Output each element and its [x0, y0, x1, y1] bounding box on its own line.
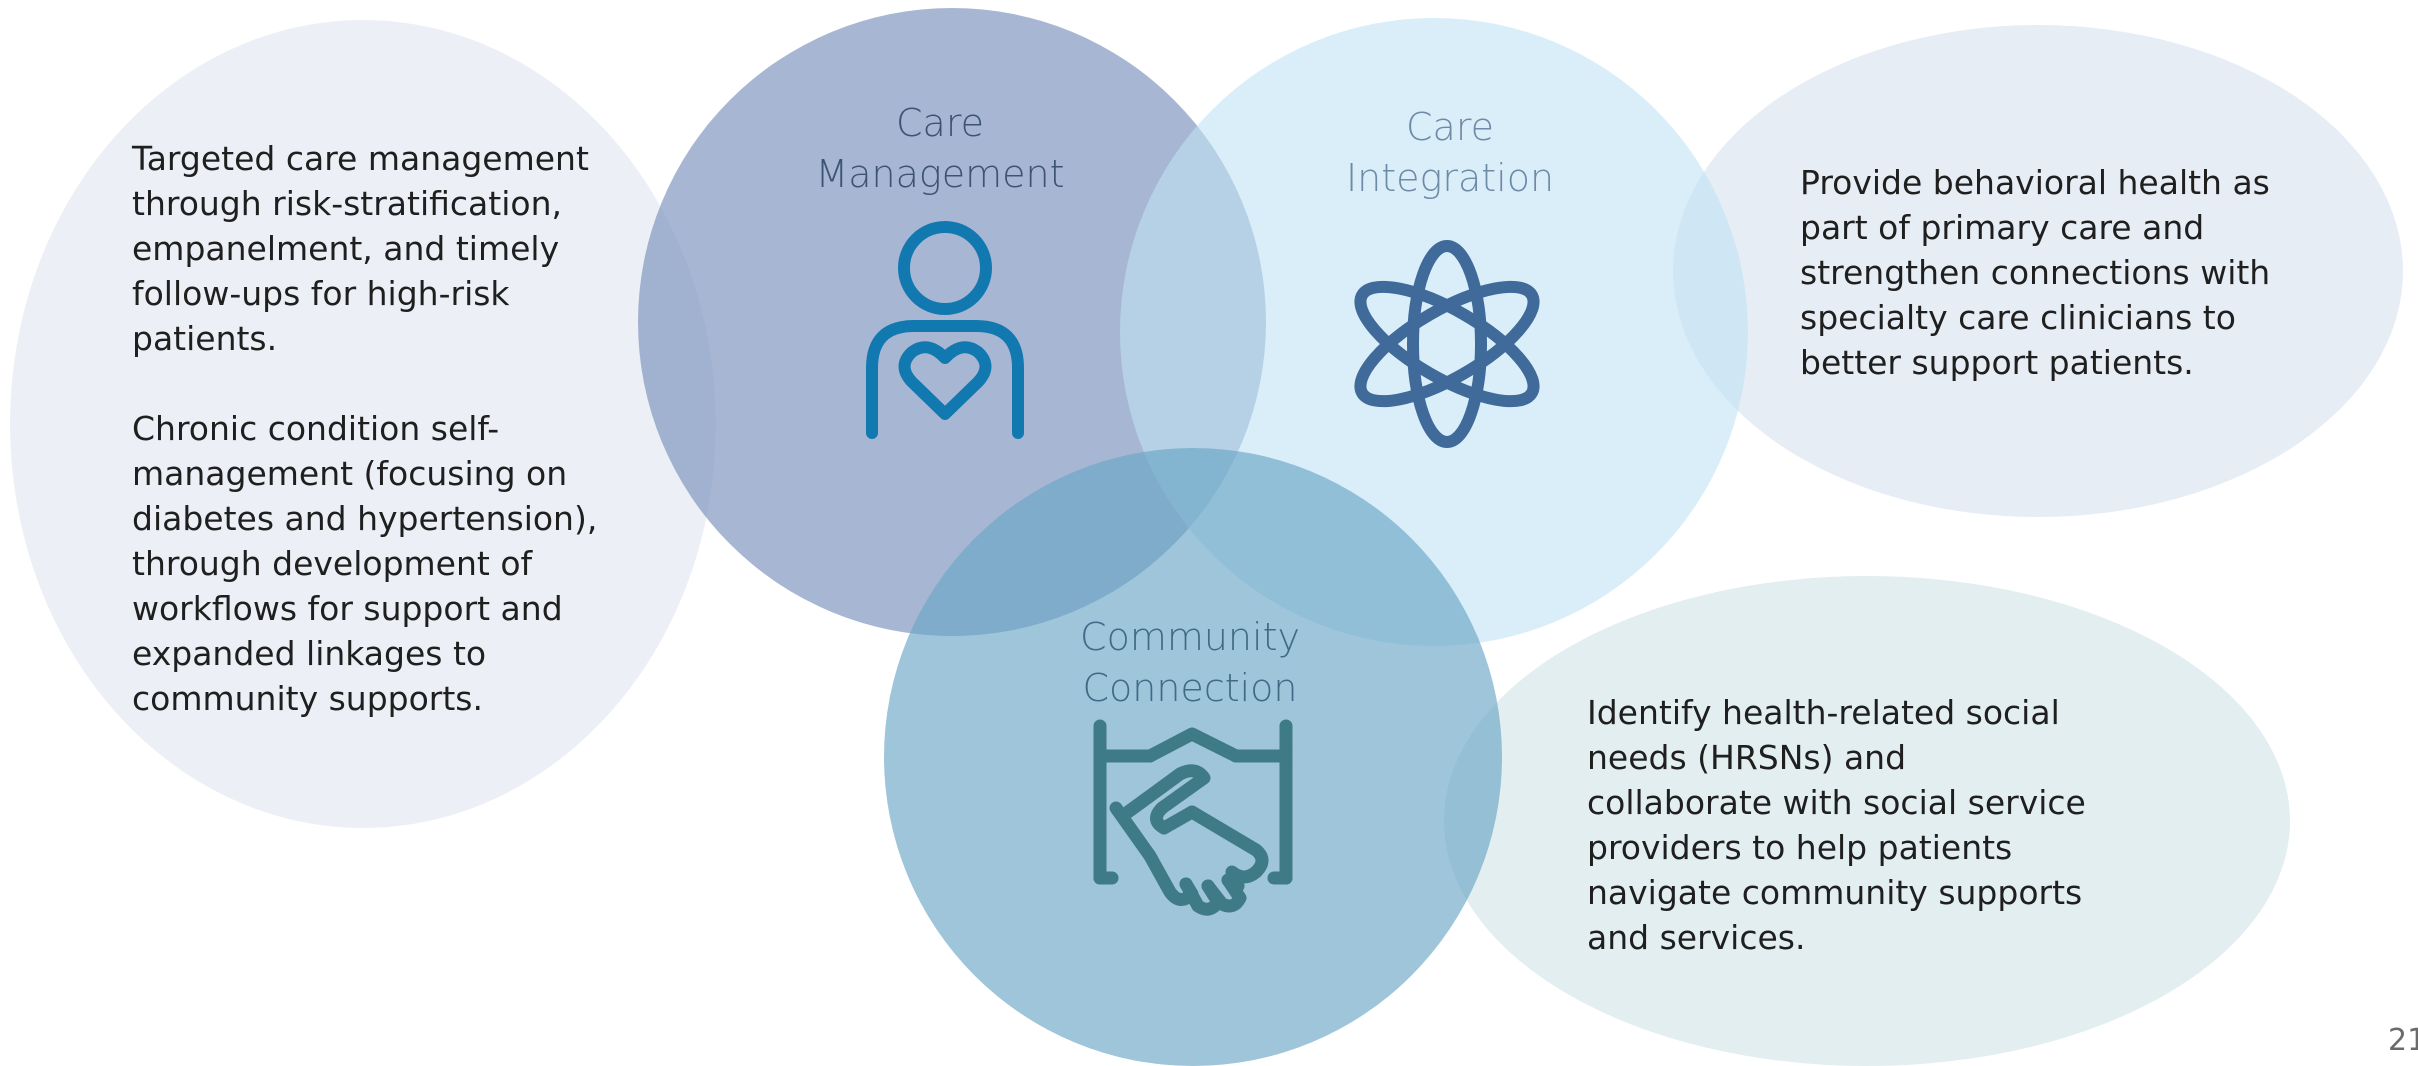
care-management-description: Targeted care management through risk-st…	[132, 136, 622, 721]
community-connection-description-text: Identify health-related social needs (HR…	[1587, 693, 2086, 957]
handshake-icon	[1093, 719, 1293, 916]
care-integration-title: Care Integration	[1290, 102, 1610, 204]
person-heart-icon	[866, 221, 1024, 439]
page-number: 21	[2388, 1023, 2418, 1058]
atom-icon	[1354, 240, 1540, 448]
community-connection-title: Community Connection	[1030, 612, 1350, 714]
community-connection-description: Identify health-related social needs (HR…	[1587, 690, 2097, 960]
right-top-description-bubble	[1673, 25, 2403, 517]
care-integration-title-line-1: Care	[1406, 105, 1494, 149]
care-management-title: Care Management	[780, 98, 1100, 200]
right-bottom-description-bubble	[1444, 576, 2290, 1066]
care-management-title-line-1: Care	[896, 101, 984, 145]
care-integration-title-line-2: Integration	[1345, 156, 1555, 200]
care-management-description-1: Targeted care management through risk-st…	[132, 139, 589, 358]
community-connection-title-line-1: Community	[1080, 615, 1300, 659]
community-connection-title-line-2: Connection	[1082, 666, 1298, 710]
community-connection-circle	[884, 448, 1502, 1066]
care-management-description-2: Chronic condition self-management (focus…	[132, 409, 598, 718]
care-integration-description-text: Provide behavioral health as part of pri…	[1800, 163, 2271, 382]
care-integration-description: Provide behavioral health as part of pri…	[1800, 160, 2300, 385]
left-description-bubble	[10, 20, 716, 828]
care-management-title-line-2: Management	[815, 152, 1065, 196]
